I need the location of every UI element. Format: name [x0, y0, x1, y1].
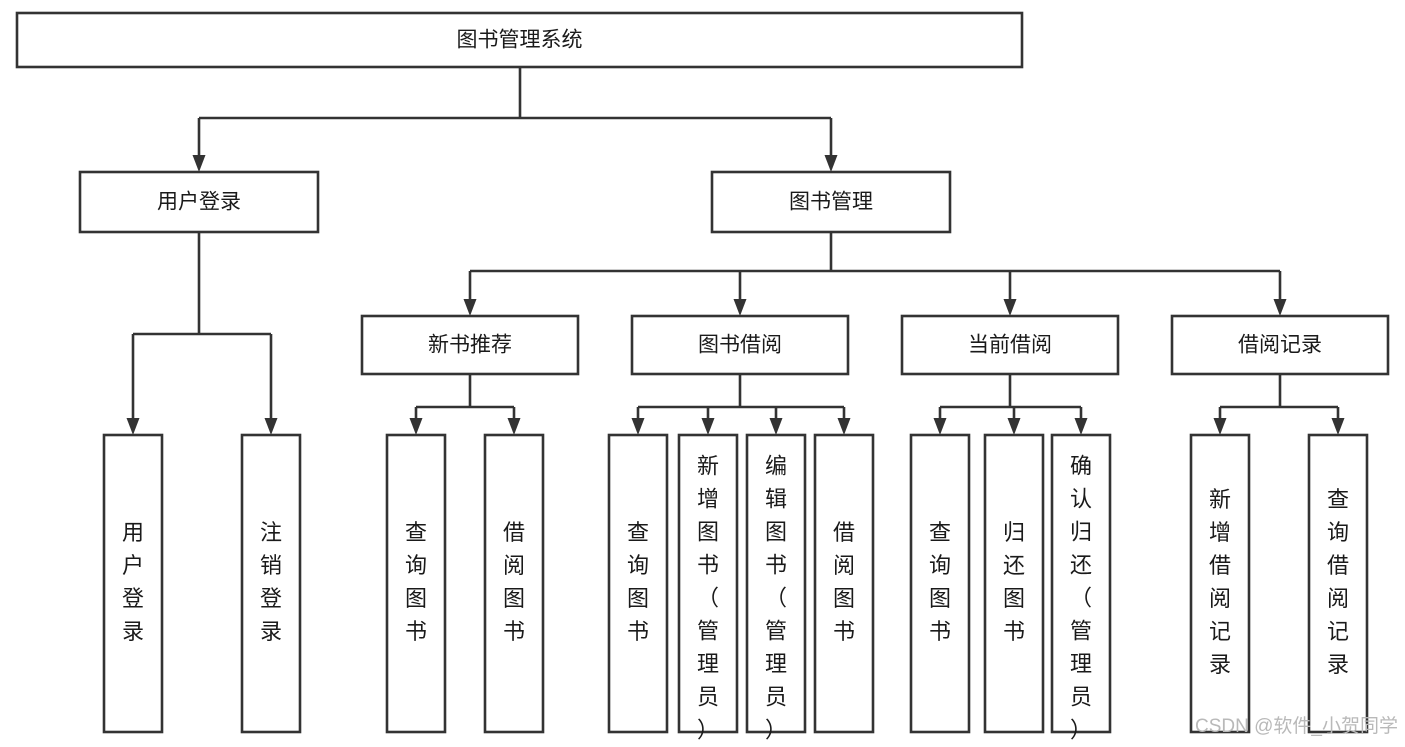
node-box-new-book-rec[interactable] [360, 314, 580, 376]
node-label-leaf-add-borrow-record: 新增借阅记录 [1209, 487, 1231, 677]
node-user-login[interactable]: 用户登录 [78, 170, 320, 234]
node-label-leaf-borrow-book-rec: 借阅图书 [503, 520, 525, 644]
node-label-leaf-user-login: 用户登录 [122, 520, 144, 644]
node-label-borrow-record: 借阅记录 [1238, 334, 1322, 357]
connector-arrowhead [824, 155, 838, 172]
node-box-user-login[interactable] [78, 170, 320, 234]
node-label-leaf-query-book-rec: 查询图书 [405, 520, 427, 644]
connector-borrow-record-branch [1213, 374, 1345, 435]
node-leaf-edit-book-admin[interactable]: 编辑图书（管理员） [745, 433, 807, 742]
csdn-watermark: CSDN @软件_小贺同学 [1195, 715, 1398, 737]
node-box-leaf-confirm-return-admin[interactable] [1050, 433, 1112, 734]
node-leaf-query-book-borrow[interactable]: 查询图书 [607, 433, 669, 734]
connectors-layer [126, 67, 1345, 435]
connector-arrowhead [463, 299, 477, 316]
node-label-new-book-rec: 新书推荐 [428, 334, 512, 357]
connector-arrowhead [264, 418, 278, 435]
connector-arrowhead [733, 299, 747, 316]
node-label-root: 图书管理系统 [457, 29, 583, 52]
connector-arrowhead [1003, 299, 1017, 316]
node-box-leaf-user-logout[interactable] [240, 433, 302, 734]
node-label-leaf-query-book-borrow: 查询图书 [627, 520, 649, 644]
node-label-current-borrow: 当前借阅 [968, 334, 1052, 357]
connector-arrowhead [769, 418, 783, 435]
node-current-borrow[interactable]: 当前借阅 [900, 314, 1120, 376]
node-leaf-confirm-return-admin[interactable]: 确认归还（管理员） [1050, 433, 1112, 742]
connector-arrowhead [1074, 418, 1088, 435]
node-box-leaf-return-book[interactable] [983, 433, 1045, 734]
node-label-book-borrow: 图书借阅 [698, 334, 782, 357]
connector-arrowhead [192, 155, 206, 172]
node-box-leaf-query-book-current[interactable] [909, 433, 971, 734]
node-box-leaf-borrow-book[interactable] [813, 433, 875, 734]
node-leaf-user-login[interactable]: 用户登录 [102, 433, 164, 734]
node-box-leaf-edit-book-admin[interactable] [745, 433, 807, 734]
connector-root-branch [192, 67, 838, 172]
node-box-leaf-borrow-book-rec[interactable] [483, 433, 545, 734]
node-label-user-login: 用户登录 [157, 191, 241, 214]
node-book-manage[interactable]: 图书管理 [710, 170, 952, 234]
nodes-layer: 图书管理系统用户登录图书管理新书推荐图书借阅当前借阅借阅记录用户登录注销登录查询… [15, 11, 1390, 742]
node-leaf-query-book-rec[interactable]: 查询图书 [385, 433, 447, 734]
node-label-leaf-borrow-book: 借阅图书 [833, 520, 855, 644]
connector-user-login-branch [126, 232, 278, 435]
node-label-leaf-user-logout: 注销登录 [260, 520, 282, 644]
node-leaf-query-book-current[interactable]: 查询图书 [909, 433, 971, 734]
node-leaf-borrow-book-rec[interactable]: 借阅图书 [483, 433, 545, 734]
connector-arrowhead [837, 418, 851, 435]
connector-new-book-rec-branch [409, 374, 521, 435]
node-borrow-record[interactable]: 借阅记录 [1170, 314, 1390, 376]
connector-arrowhead [1331, 418, 1345, 435]
node-leaf-query-borrow-record[interactable]: 查询借阅记录 [1307, 433, 1369, 734]
node-label-leaf-query-borrow-record: 查询借阅记录 [1327, 487, 1349, 677]
node-box-leaf-add-book-admin[interactable] [677, 433, 739, 734]
node-label-leaf-add-book-admin: 新增图书（管理员） [697, 453, 719, 742]
node-root[interactable]: 图书管理系统 [15, 11, 1024, 69]
connector-arrowhead [701, 418, 715, 435]
node-label-leaf-edit-book-admin: 编辑图书（管理员） [765, 453, 787, 742]
connector-book-borrow-branch [631, 374, 851, 435]
node-box-book-borrow[interactable] [630, 314, 850, 376]
node-box-leaf-user-login[interactable] [102, 433, 164, 734]
node-leaf-borrow-book[interactable]: 借阅图书 [813, 433, 875, 734]
node-box-book-manage[interactable] [710, 170, 952, 234]
node-box-leaf-query-book-borrow[interactable] [607, 433, 669, 734]
connector-arrowhead [631, 418, 645, 435]
node-leaf-add-borrow-record[interactable]: 新增借阅记录 [1189, 433, 1251, 734]
node-label-leaf-return-book: 归还图书 [1003, 520, 1025, 644]
node-leaf-return-book[interactable]: 归还图书 [983, 433, 1045, 734]
connector-arrowhead [126, 418, 140, 435]
connector-arrowhead [507, 418, 521, 435]
node-box-root[interactable] [15, 11, 1024, 69]
connector-book-manage-branch [463, 232, 1287, 316]
connector-current-borrow-branch [933, 374, 1088, 435]
node-box-current-borrow[interactable] [900, 314, 1120, 376]
node-new-book-rec[interactable]: 新书推荐 [360, 314, 580, 376]
node-box-leaf-query-borrow-record[interactable] [1307, 433, 1369, 734]
connector-arrowhead [1213, 418, 1227, 435]
node-box-borrow-record[interactable] [1170, 314, 1390, 376]
node-label-book-manage: 图书管理 [789, 191, 873, 214]
node-label-leaf-query-book-current: 查询图书 [929, 520, 951, 644]
connector-arrowhead [409, 418, 423, 435]
node-box-leaf-add-borrow-record[interactable] [1189, 433, 1251, 734]
connector-arrowhead [933, 418, 947, 435]
node-box-leaf-query-book-rec[interactable] [385, 433, 447, 734]
connector-arrowhead [1273, 299, 1287, 316]
connector-arrowhead [1007, 418, 1021, 435]
node-book-borrow[interactable]: 图书借阅 [630, 314, 850, 376]
node-leaf-add-book-admin[interactable]: 新增图书（管理员） [677, 433, 739, 742]
node-leaf-user-logout[interactable]: 注销登录 [240, 433, 302, 734]
node-label-leaf-confirm-return-admin: 确认归还（管理员） [1070, 453, 1092, 742]
